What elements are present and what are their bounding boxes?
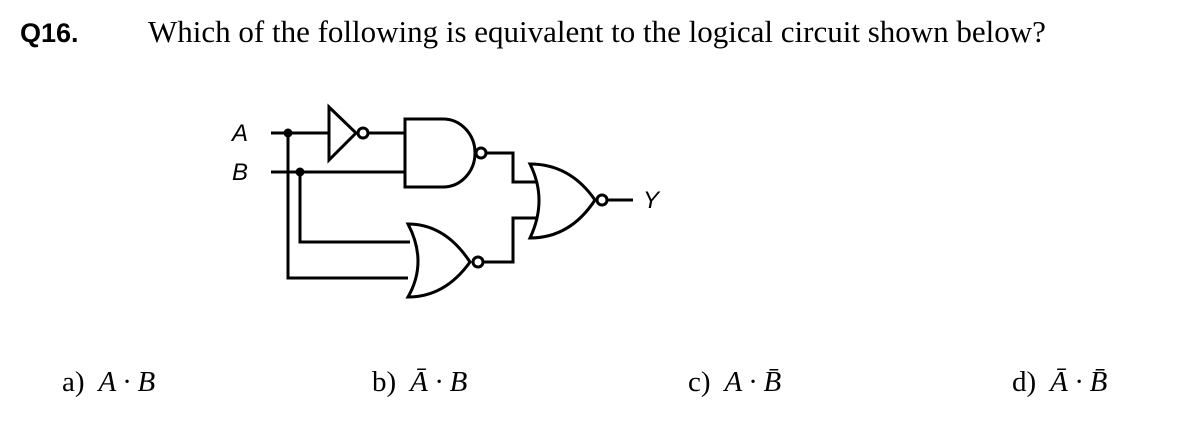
- option-c[interactable]: c) A · B̄: [688, 366, 781, 399]
- option-expression: Ā · B̄: [1050, 366, 1108, 398]
- option-letter: d): [1012, 366, 1037, 398]
- nand-gate: [403, 117, 488, 189]
- option-letter: b): [372, 366, 397, 398]
- option-d[interactable]: d) Ā · B̄: [1012, 366, 1107, 399]
- question-text: Which of the following is equivalent to …: [148, 14, 1046, 49]
- option-a[interactable]: a) A · B: [62, 366, 155, 399]
- input-b-label: B: [232, 159, 248, 186]
- option-expression: A · B̄: [724, 366, 782, 398]
- option-letter: a): [62, 366, 85, 398]
- option-expression: Ā · B: [410, 366, 468, 398]
- junction-a: [283, 128, 293, 138]
- output-y-label: Y: [643, 187, 661, 214]
- option-b[interactable]: b) Ā · B: [372, 366, 467, 399]
- wire-a: [271, 131, 408, 280]
- wire-to-final: [483, 151, 537, 264]
- nor-gate-final: [527, 162, 609, 240]
- question-number: Q16.: [20, 18, 79, 48]
- not-gate: [327, 103, 370, 164]
- option-letter: c): [688, 366, 711, 398]
- input-a-label: A: [230, 120, 248, 147]
- wire-b: [271, 170, 410, 244]
- option-expression: A · B: [98, 366, 156, 398]
- junction-b: [295, 167, 305, 177]
- nor-gate-lower: [405, 222, 485, 299]
